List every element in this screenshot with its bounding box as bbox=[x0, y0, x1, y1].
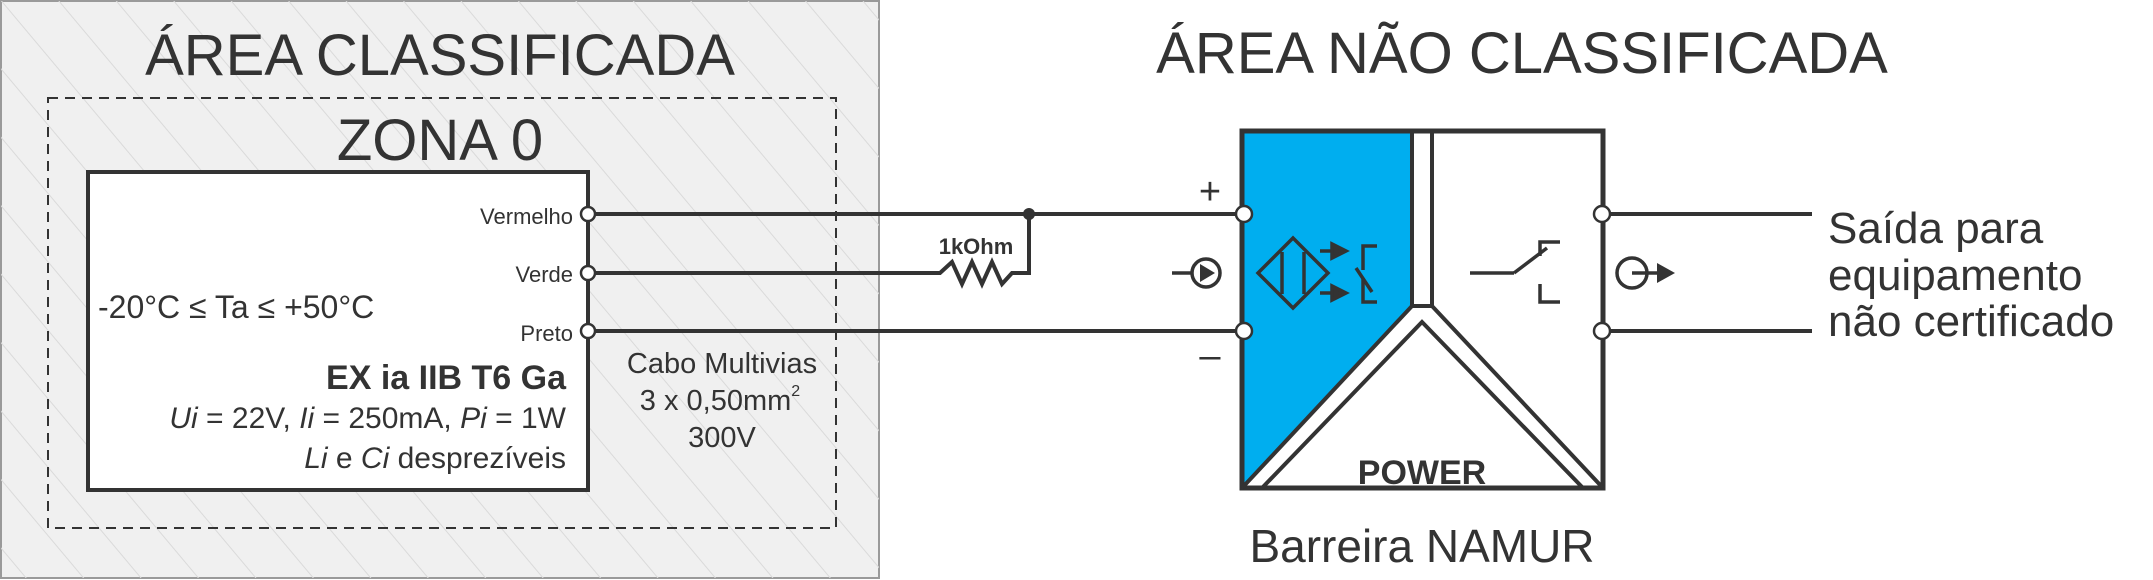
ii-symbol: Ii bbox=[299, 402, 315, 435]
electrical-parameters: Ui = 22V, Ii = 250mA, Pi = 1W bbox=[169, 402, 566, 435]
barrier-power-label: POWER bbox=[1358, 454, 1486, 492]
cable-section-superscript: 2 bbox=[791, 383, 800, 400]
output-label-line-1: Saída para bbox=[1828, 204, 2044, 253]
barrier-power-chevron-inner bbox=[1260, 319, 1585, 490]
li-ci-note: Li e Ci desprezíveis bbox=[304, 442, 566, 475]
zone-0-region: ZONA 0 bbox=[47, 97, 837, 529]
cable-section-unit: mm bbox=[743, 385, 791, 417]
cable-annotation: Cabo Multivias 3 x 0,50mm2 300V bbox=[627, 348, 817, 454]
li-ci-rest: desprezíveis bbox=[389, 442, 566, 475]
barrier-input-section bbox=[1242, 131, 1412, 488]
temperature-range: -20°C ≤ Ta ≤ +50°C bbox=[98, 289, 374, 325]
barrier-output-terminal-top bbox=[1592, 204, 1612, 224]
field-device-box: -20°C ≤ Ta ≤ +50°C EX ia IIB T6 Ga Ui = … bbox=[86, 170, 590, 492]
wiring bbox=[593, 208, 1812, 333]
barrier-terminal-minus bbox=[1234, 321, 1254, 341]
device-terminals bbox=[579, 205, 597, 340]
output-label: Saída para equipamento não certificado bbox=[1828, 204, 2114, 346]
barrier-minus-sign: – bbox=[1199, 335, 1221, 377]
resistor-junction-dot bbox=[1023, 208, 1035, 220]
barrier-terminal-plus bbox=[1234, 204, 1254, 224]
terminal-preto bbox=[579, 322, 597, 340]
output-arrow-icon bbox=[1615, 256, 1675, 290]
terminal-verde bbox=[579, 264, 597, 282]
ui-symbol: Ui bbox=[169, 402, 199, 435]
classified-area-title: ÁREA CLASSIFICADA bbox=[145, 23, 735, 88]
barrier-power-chevron-outer bbox=[1240, 304, 1605, 490]
barrier-terminals bbox=[1234, 204, 1612, 341]
wire-verde bbox=[593, 214, 1031, 289]
barrier-caption: Barreira NAMUR bbox=[1249, 520, 1594, 572]
terminal-label-vermelho: Vermelho bbox=[480, 204, 573, 229]
zone-0-label: ZONA 0 bbox=[337, 108, 543, 173]
cable-line-3: 300V bbox=[688, 422, 756, 454]
cable-section: 3 x 0,50 bbox=[640, 385, 743, 417]
pi-value: = 1W bbox=[487, 402, 567, 435]
terminal-label-preto: Preto bbox=[520, 321, 573, 346]
cable-line-1: Cabo Multivias bbox=[627, 348, 817, 380]
unclassified-area-title: ÁREA NÃO CLASSIFICADA bbox=[1156, 21, 1888, 86]
resistor-label: 1kOhm bbox=[939, 234, 1014, 259]
output-label-line-3: não certificado bbox=[1828, 297, 2114, 346]
ui-value: = 22V, bbox=[198, 402, 299, 435]
terminal-vermelho bbox=[579, 205, 597, 223]
cable-line-2: 3 x 0,50mm2 bbox=[640, 383, 801, 417]
ex-marking: EX ia IIB T6 Ga bbox=[326, 359, 567, 397]
ii-value: = 250mA, bbox=[314, 402, 460, 435]
pi-symbol: Pi bbox=[460, 402, 488, 435]
li-ci-conjunction: e bbox=[328, 442, 361, 475]
output-label-line-2: equipamento bbox=[1828, 251, 2082, 300]
input-arrow-icon bbox=[1172, 257, 1222, 289]
terminal-label-verde: Verde bbox=[516, 262, 574, 287]
barrier-plus-sign: + bbox=[1199, 171, 1221, 213]
relay-contact-symbol bbox=[1470, 240, 1560, 304]
li-symbol: Li bbox=[304, 442, 329, 475]
barrier-output-terminal-bottom bbox=[1592, 321, 1612, 341]
namur-barrier: POWER + – bbox=[1172, 128, 1675, 572]
ci-symbol: Ci bbox=[361, 442, 391, 475]
proximity-sensor-symbol bbox=[1255, 235, 1377, 311]
